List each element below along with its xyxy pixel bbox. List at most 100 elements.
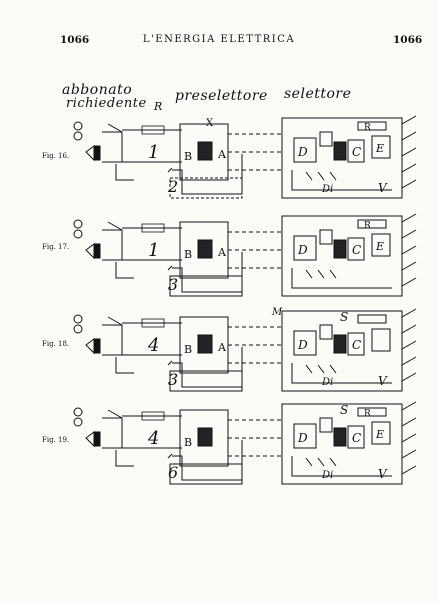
relay-B-label: B [184, 436, 192, 449]
bell-coil [73, 219, 83, 229]
relay-V-label: V [378, 181, 388, 195]
mouthpiece [93, 243, 101, 259]
label-abbonato: abbonato [62, 82, 133, 98]
relay-E-label: E [375, 142, 384, 155]
circuit-number-2: 6 [168, 463, 178, 482]
relay-C [347, 425, 365, 449]
relay-E-label: E [375, 240, 384, 253]
mouthpiece [93, 431, 101, 447]
circuit-lines [73, 308, 417, 392]
outgoing-line [401, 261, 417, 271]
relay-V-label: V [378, 374, 388, 388]
relay-C-label: C [352, 145, 361, 159]
relay-A2 [319, 131, 333, 147]
bell-coil [73, 131, 83, 141]
circuit-lines [73, 213, 417, 297]
circuit-number-2: 3 [168, 275, 178, 294]
relay-R-box [357, 314, 387, 324]
relay-B2-core [333, 427, 347, 447]
relay-B2-core [333, 239, 347, 259]
relay-C [347, 237, 365, 261]
relay-E [371, 233, 391, 257]
relay-A-label: A [217, 148, 227, 161]
receiver-icon [85, 145, 95, 162]
relay-Di-label: Di [321, 377, 333, 388]
outgoing-line [401, 147, 417, 157]
relay-D-label: D [297, 145, 308, 159]
outgoing-line [401, 324, 417, 334]
receiver-icon [85, 431, 95, 448]
outgoing-line [401, 401, 417, 411]
circuit-number-2: 2 [167, 177, 178, 196]
relay-A2 [319, 229, 333, 245]
subscriber-wiring [102, 123, 134, 181]
relay-V-label: V [378, 467, 388, 481]
outgoing-line [401, 179, 417, 189]
relay-Di-label: Di [321, 184, 333, 195]
relay-A-label: A [217, 246, 227, 259]
relay-B-label: B [184, 150, 192, 163]
relay-B2-core [333, 141, 347, 161]
outgoing-line [401, 131, 417, 141]
outgoing-line [401, 277, 417, 287]
preselector-bank [169, 370, 243, 392]
receiver-icon [85, 243, 95, 260]
selector-contacts [291, 456, 392, 477]
preselector-return [167, 154, 243, 195]
relay-R-box [357, 407, 387, 417]
subscriber-wiring [102, 221, 134, 279]
resistor-R [141, 411, 165, 421]
relay-E [371, 328, 391, 352]
outgoing-line [401, 372, 417, 382]
trunk-lines [228, 326, 284, 364]
trunk-lines [228, 133, 284, 171]
outgoing-line [401, 356, 417, 366]
relay-S-label: S [340, 403, 348, 417]
outgoing-line [401, 245, 417, 255]
running-title: L'ENERGIA ELETTRICA [142, 34, 296, 45]
circuit-number-1: 1 [148, 240, 159, 261]
bell-coil [73, 407, 83, 417]
selector-contacts [291, 268, 392, 289]
relay-B-label: B [184, 248, 192, 261]
bell-coil [73, 229, 83, 239]
circuit-lines [73, 401, 417, 485]
relay-Di-label: Di [321, 470, 333, 481]
relay-C-label: C [352, 243, 361, 257]
figure-label: Fig. 18. [42, 340, 70, 348]
relay-D-label: D [297, 431, 308, 445]
subscriber-wiring [102, 409, 134, 467]
resistor-R [141, 223, 165, 233]
label-richiedente: richiedente [66, 96, 147, 111]
relay-core [197, 141, 213, 161]
relay-R-box [357, 121, 387, 131]
bell-coil [73, 417, 83, 427]
trunk-lines [228, 419, 284, 457]
relay-core [197, 239, 213, 259]
outgoing-line [401, 417, 417, 427]
relay-D [293, 137, 317, 163]
relay-C-label: C [352, 338, 361, 352]
selector-contacts [291, 170, 392, 191]
preselector-bank [169, 177, 243, 199]
relay-S-label: S [340, 310, 348, 324]
resistor-R [141, 125, 165, 135]
outgoing-line [401, 229, 417, 239]
line-wires [122, 322, 182, 356]
label-r: R [154, 100, 163, 113]
relay-A2 [319, 417, 333, 433]
preselector-bank [169, 275, 243, 297]
relay-D-label: D [297, 338, 308, 352]
relay-D [293, 235, 317, 261]
preselector-bank [169, 463, 243, 485]
relay-E-label: E [375, 428, 384, 441]
relay-core [197, 334, 213, 354]
relay-M-label: M [271, 307, 283, 318]
relay-X-label: X [206, 118, 214, 129]
subscriber-wiring [102, 316, 134, 374]
circuit-number-2: 3 [168, 370, 178, 389]
